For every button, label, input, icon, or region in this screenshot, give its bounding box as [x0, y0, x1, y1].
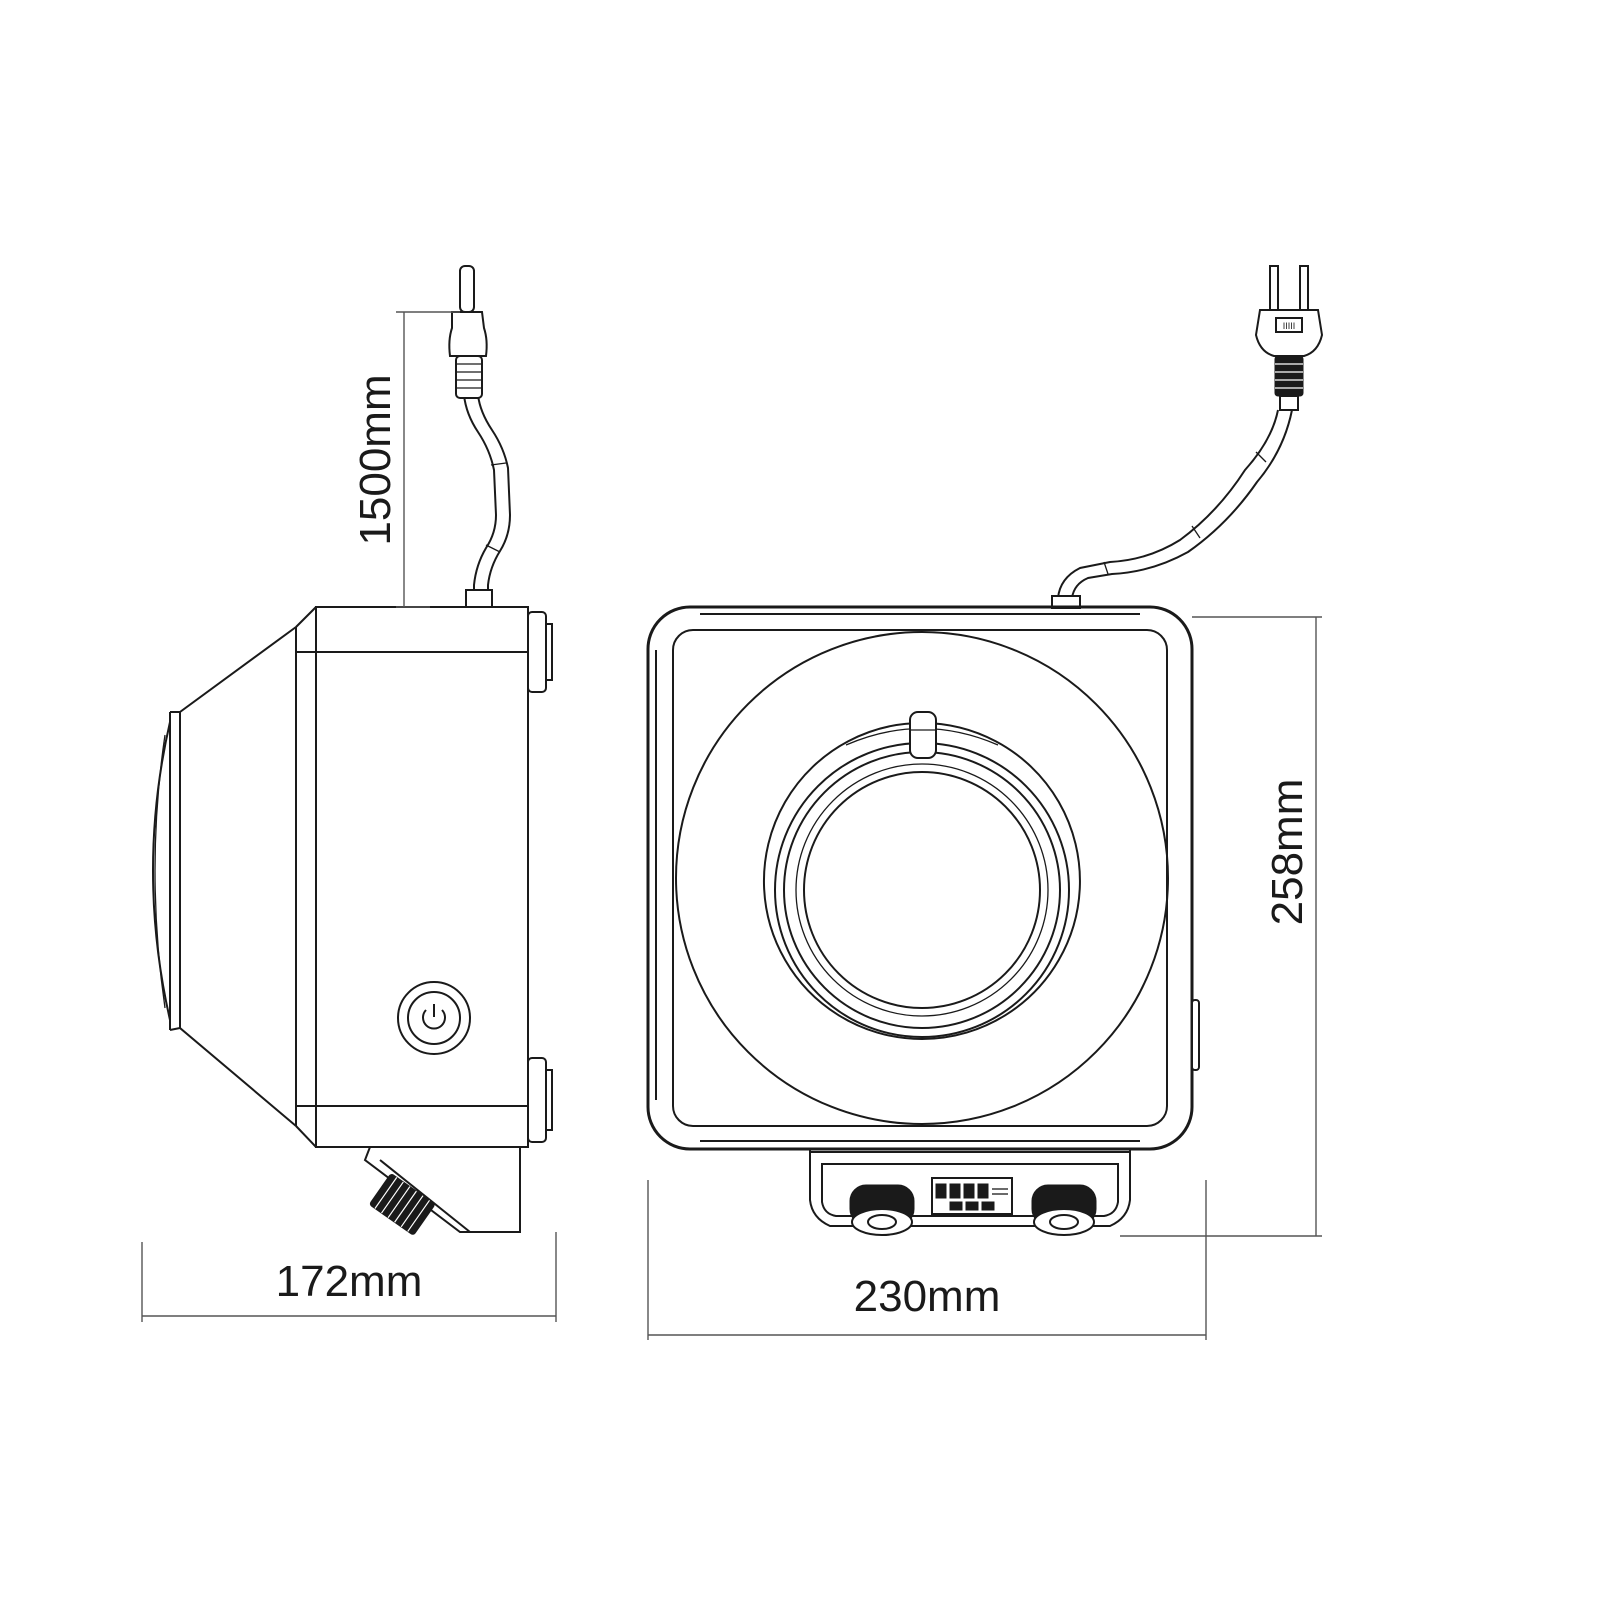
front-knob-right: [1031, 1184, 1097, 1236]
side-base-connector: [363, 1146, 521, 1235]
cord-length-dimension: 1500mm: [351, 311, 460, 608]
control-panel-display: [931, 1177, 1013, 1215]
front-power-cord: [1051, 409, 1293, 609]
side-view: 1500mm 172mm: [141, 265, 557, 1322]
side-body: [295, 606, 529, 1148]
svg-text:IIIII: IIIII: [1283, 321, 1296, 331]
side-power-cord: [463, 394, 512, 608]
side-depth-dimension: 172mm: [141, 1232, 557, 1322]
front-height-label: 258mm: [1263, 779, 1312, 926]
front-housing: [646, 605, 1200, 1151]
front-base: [809, 1149, 1131, 1227]
power-button-icon: [397, 981, 471, 1055]
front-lens-assembly: [675, 631, 1169, 1125]
front-view: IIIII: [646, 265, 1324, 1340]
side-mount-top: [527, 611, 553, 693]
side-front-cone: [152, 626, 297, 1127]
side-depth-label: 172mm: [276, 1257, 423, 1306]
front-width-label: 230mm: [854, 1272, 1001, 1321]
front-plug: IIIII: [1254, 265, 1324, 411]
front-knob-left: [849, 1184, 915, 1236]
front-height-dimension: 258mm: [1120, 616, 1322, 1237]
cord-length-label: 1500mm: [351, 374, 400, 545]
side-plug: [448, 265, 488, 399]
front-width-dimension: 230mm: [647, 1180, 1207, 1340]
side-mount-bottom: [527, 1057, 553, 1143]
